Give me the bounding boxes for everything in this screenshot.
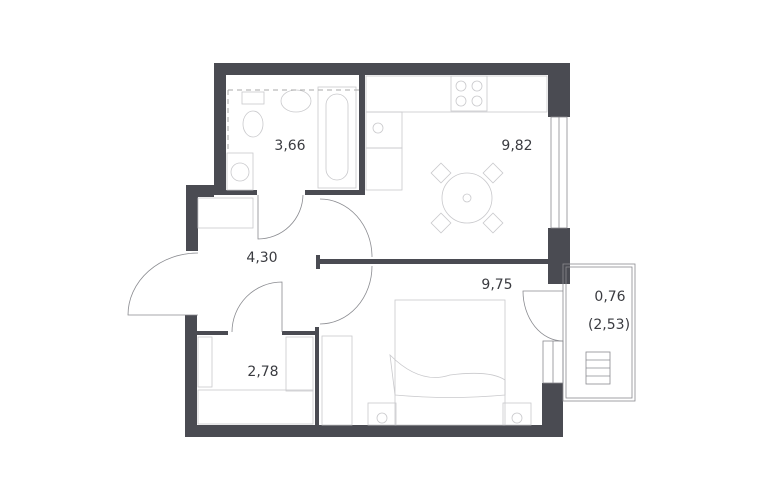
hall-shelf: [197, 197, 254, 229]
wall-right-top: [548, 63, 570, 117]
kitchen-counter: [365, 75, 548, 113]
wall-bottom: [185, 425, 563, 437]
toilet-icon: [242, 110, 264, 138]
wardrobe-shelves: [321, 335, 353, 426]
washing-machine-icon: [226, 152, 254, 191]
kitchen-sink-icon: [365, 111, 403, 149]
room-labels: 3,66 9,82 4,30 9,75 0,76 (2,53) 2,78: [246, 138, 630, 380]
doors: [127, 194, 564, 342]
wardrobe-door: [231, 281, 283, 333]
wall-bathroom-bottom-right: [305, 190, 365, 195]
balcony-door: [522, 290, 564, 342]
balcony: [562, 263, 636, 402]
area-wardrobe: 2,78: [247, 364, 278, 380]
area-balcony-full: (2,53): [588, 317, 630, 333]
wall-closet-right: [282, 331, 318, 335]
wall-closet-vertical: [315, 327, 319, 427]
kitchen-door: [319, 198, 373, 258]
wall-partition-end: [316, 255, 320, 269]
area-hallway: 4,30: [246, 250, 277, 266]
furniture: [197, 75, 548, 426]
area-kitchen: 9,82: [501, 138, 532, 154]
sink-icon: [280, 89, 312, 113]
bathtub-icon: [317, 86, 357, 189]
stove-icon: [450, 75, 488, 112]
closet-rail: [197, 389, 314, 425]
area-balcony: 0,76: [594, 289, 625, 305]
wall-closet-left: [197, 331, 228, 335]
bed-icon: [394, 299, 506, 426]
wall-partition: [317, 259, 548, 264]
wall-bathroom-right: [359, 63, 365, 195]
wall-left-lower: [185, 315, 197, 437]
bedroom-door: [319, 265, 373, 325]
bathroom-door: [257, 194, 304, 240]
wall-top: [214, 63, 570, 75]
wall-right-bottom: [542, 383, 563, 437]
walls: [185, 63, 570, 437]
lamp-icon: [376, 412, 388, 424]
entrance-door: [127, 252, 199, 316]
lamp-icon: [511, 412, 523, 424]
area-bathroom: 3,66: [274, 138, 305, 154]
balcony-chair-icon: [585, 351, 611, 385]
wall-right-middle: [548, 228, 570, 284]
dining-table-icon: [441, 172, 493, 224]
wall-bathroom-bottom-left: [214, 190, 257, 195]
area-bedroom: 9,75: [481, 277, 512, 293]
wall-hall-left-upper: [186, 185, 198, 251]
wall-bathroom-left: [214, 63, 226, 195]
